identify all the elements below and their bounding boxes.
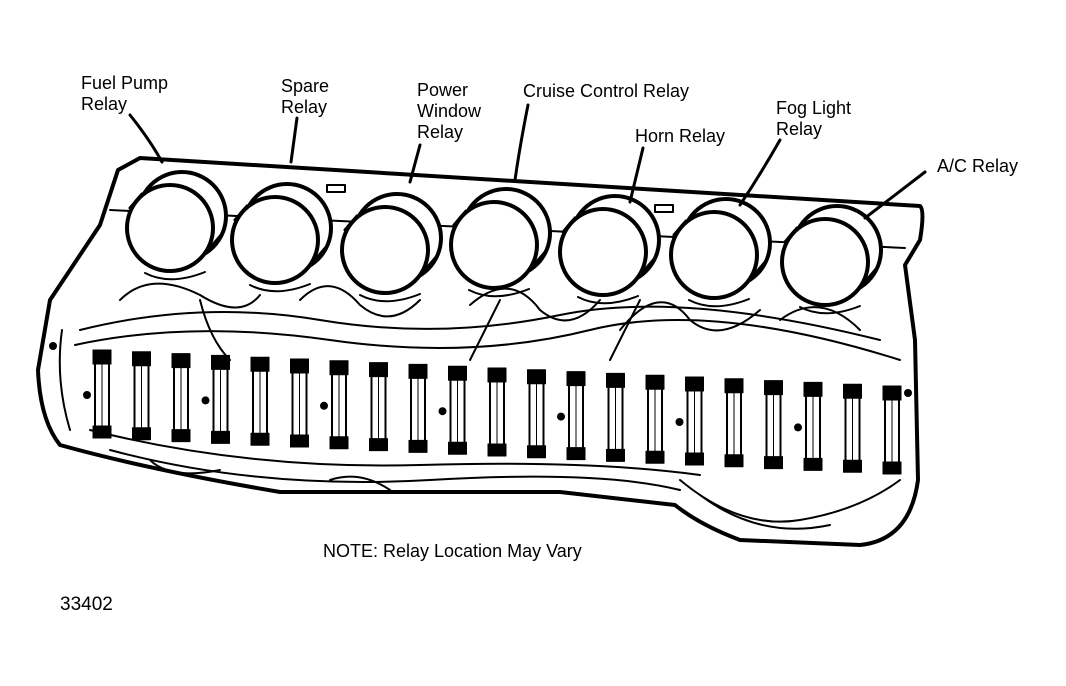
wire	[119, 282, 261, 309]
leader-ac	[863, 170, 927, 220]
label-ac-relay: A/C Relay	[937, 156, 1018, 177]
fuse	[724, 378, 744, 468]
label-horn-relay: Horn Relay	[635, 126, 725, 147]
label-spare-relay: Spare Relay	[281, 76, 329, 118]
fuse	[843, 383, 862, 473]
leader-cruise-control	[513, 103, 530, 182]
fuse	[171, 353, 191, 443]
fuse	[320, 360, 349, 450]
wire	[79, 305, 881, 341]
fuse	[369, 362, 388, 452]
fuse-block	[83, 349, 902, 475]
leader-lines	[128, 103, 927, 220]
label-line: Spare	[281, 76, 330, 96]
label-fuel-pump-relay: Fuel Pump Relay	[81, 73, 168, 115]
wire	[779, 306, 861, 331]
wire	[679, 479, 901, 523]
mount-hole-right	[904, 389, 912, 397]
fuse	[794, 381, 823, 471]
panel-tab-2	[654, 204, 674, 213]
leader-fog-light	[738, 138, 782, 207]
label-line: Fuel Pump	[81, 73, 169, 93]
wire	[299, 285, 421, 318]
fuse	[487, 367, 507, 457]
wire	[109, 449, 681, 491]
label-line: A/C Relay	[937, 156, 1019, 176]
label-line: Power	[417, 80, 469, 100]
leader-spare	[289, 116, 299, 164]
relay-row	[125, 170, 883, 315]
fuse	[201, 354, 230, 444]
fuse	[606, 372, 625, 462]
fuse	[527, 369, 546, 459]
wire	[149, 459, 221, 475]
label-cruise-control-relay: Cruise Control Relay	[523, 81, 689, 102]
leader-power-window	[408, 143, 422, 184]
wire	[469, 287, 601, 322]
panel-inner-ledge-2	[58, 329, 71, 431]
relay-location-note: NOTE: Relay Location May Vary	[323, 541, 582, 561]
fuse	[132, 351, 151, 441]
wire-harness	[74, 282, 901, 530]
fuse	[675, 376, 704, 466]
leader-horn	[628, 146, 645, 204]
wire	[699, 494, 831, 530]
panel-tab-1	[326, 184, 346, 193]
fuse	[438, 365, 467, 455]
label-fog-light-relay: Fog Light Relay	[776, 98, 851, 140]
wire	[89, 429, 701, 476]
wire	[74, 319, 901, 361]
wire	[469, 299, 501, 361]
fuse	[408, 363, 428, 453]
fuse	[645, 374, 665, 464]
relay	[780, 204, 883, 315]
label-line: Cruise Control Relay	[523, 81, 690, 101]
fuse	[764, 380, 783, 470]
wire	[329, 475, 391, 491]
wire	[609, 299, 641, 361]
wire	[619, 301, 761, 332]
label-line: Horn Relay	[635, 126, 726, 146]
fuse	[290, 358, 309, 448]
fuse	[882, 385, 902, 475]
relay	[230, 182, 333, 293]
label-line: Relay	[281, 97, 328, 117]
label-line: Relay	[776, 119, 823, 139]
label-line: Window	[417, 101, 482, 121]
relay	[340, 192, 443, 303]
label-power-window-relay: Power Window Relay	[417, 80, 481, 143]
figure-number: 33402	[60, 594, 113, 615]
fuse	[83, 349, 112, 439]
relay	[558, 194, 661, 305]
fuse	[250, 356, 270, 446]
mount-hole-left	[49, 342, 57, 350]
label-line: Relay	[81, 94, 128, 114]
label-line: Relay	[417, 122, 464, 142]
relay	[449, 187, 552, 298]
fuse	[557, 371, 586, 461]
relay	[669, 197, 772, 308]
label-line: Fog Light	[776, 98, 852, 118]
relay	[125, 170, 228, 281]
leader-fuel-pump	[128, 113, 164, 164]
